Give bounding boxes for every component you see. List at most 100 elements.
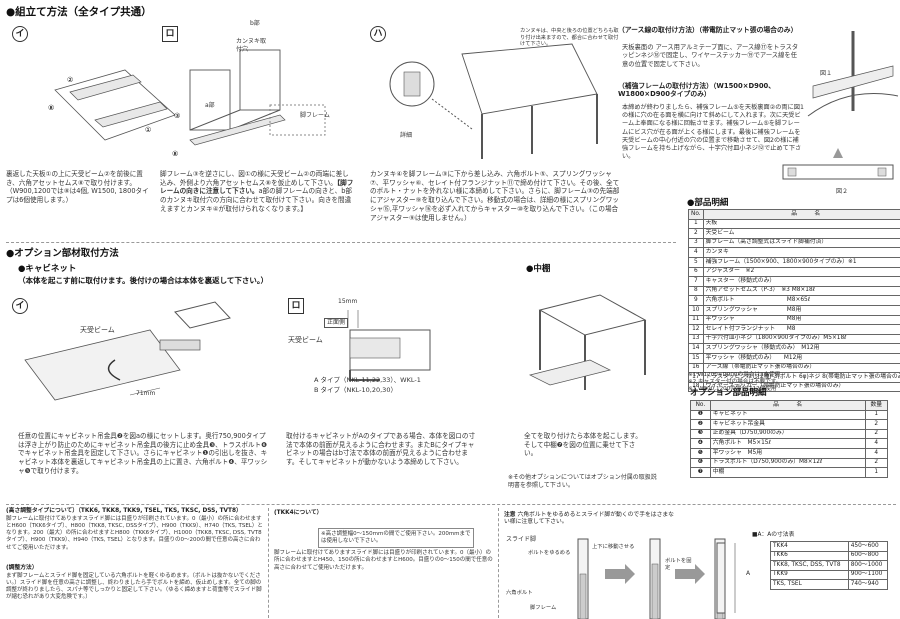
table-header: No. <box>690 400 711 411</box>
bottom-v-divider-1 <box>268 508 269 618</box>
table-cell: 3 <box>688 237 704 249</box>
table-cell: 4 <box>688 247 704 258</box>
height-title: (高さ調整タイプについて）（TKK6, TKK8, TKK9, TSEL, TK… <box>6 508 242 514</box>
table-cell: 11 <box>688 314 704 326</box>
bottom-divider <box>6 504 896 505</box>
cabinet-ro-text: 取付けるキャビネットがAのタイプである場合、本体を図ロの寸法で本体の前面が見える… <box>286 432 476 467</box>
table-cell: ❻ <box>690 457 711 469</box>
up-down-label: 上下に移動させる <box>592 544 635 550</box>
dim-15: 15mm <box>338 298 358 305</box>
table-cell: スプリングワッシャ（移動式のみ） M12用 <box>702 343 900 354</box>
table-cell: ❺ <box>690 447 711 459</box>
svg-text:⑧: ⑧ <box>48 104 54 112</box>
table-cell: TKK8, TKSC, DSS, TVT8 <box>770 560 849 571</box>
svg-text:⑧: ⑧ <box>172 150 178 158</box>
tkk4-title: (TKK4について） <box>274 510 323 516</box>
table-row: 2天受ビーム2 <box>688 228 900 239</box>
table-cell: ❶ <box>690 409 711 421</box>
bottom-v-divider-2 <box>498 508 499 618</box>
method-text: まず脚フレームとスライド脚を固定している六角ボルトを軽くゆるめます。（ボルトは抜… <box>6 573 262 601</box>
reinforce-title: （補強フレームの取付け方法）（W1500×D900、W1800×D900タイプの… <box>618 82 776 99</box>
table-cell: 2 <box>864 457 889 469</box>
table-cell: 1 <box>864 467 889 478</box>
table-header: 数量 <box>864 400 889 411</box>
step-i-diagram: ②①⑧ <box>48 69 176 141</box>
leg-label: 脚フレーム <box>530 605 557 611</box>
cabinet-title: ●キャビネット <box>18 264 77 274</box>
parts-note: ※1 W1200×D900の場合は2本使用 <box>688 372 781 378</box>
shelf-diagram <box>528 294 647 390</box>
table-cell: キャスター（移動式のみ） <box>702 276 900 287</box>
cabinet-note: （本体を起こす前に取付けます。後付けの場合は本体を裏返して下さい。） <box>18 276 269 285</box>
step-ro-marker: ロ <box>162 26 178 42</box>
loosen-label: ボルトをゆるめる <box>528 550 571 556</box>
table-cell: スプリングワッシャ M8用 <box>702 304 900 316</box>
dim-71: 71mm <box>136 390 156 397</box>
fix-label: ボルトを固定 <box>665 558 692 571</box>
table-cell: 補強フレーム（1500×900、1800×900タイプのみ）※1 <box>702 256 900 268</box>
step-ro-text: 脚フレーム③を逆さにし、図①の様に天受ビーム②の両端に差し込み、外側より六角アセ… <box>160 170 354 213</box>
table-cell: キャビネット <box>709 409 866 421</box>
table-cell: TKS, TSEL <box>770 579 849 590</box>
table-header: 品 名 <box>702 209 900 220</box>
svg-text:②: ② <box>67 76 73 84</box>
b-type: B タイプ（NKL-10,20,30） <box>314 386 397 394</box>
table-cell: 10 <box>688 304 704 316</box>
table-cell: 六角ボルト M5×15ℓ <box>709 438 866 449</box>
tkk4-box: ※高さ調整幅0〜150mmの間でご使用下さい。200mmまでは使用しないで下さい… <box>318 528 474 548</box>
table-cell: 7 <box>688 276 704 287</box>
cabinet-i-text: 任意の位置にキャビネット吊金具❷を図aの様にセットします。奥行750,900タイ… <box>18 432 268 475</box>
table-cell: 13 <box>688 333 704 345</box>
cabinet-ro-diagram <box>347 310 431 381</box>
table-cell: 6 <box>688 266 704 278</box>
table-cell: 2 <box>864 428 889 440</box>
detail-label: 詳細 <box>400 132 413 139</box>
table-cell: 2 <box>864 419 889 430</box>
cab-step-i-marker: イ <box>12 298 28 314</box>
table-cell: 六角ボルト M8×65ℓ <box>702 295 900 306</box>
option-title: ●オプション部材取付方法 <box>6 248 119 259</box>
caution-box: 注意 六角ボルトをゆるめるとスライド脚が動くので手をはさまない様に注意して下さい… <box>504 512 674 526</box>
size-table-title: ■A：Aの寸法表 <box>752 532 795 538</box>
table-cell: 1 <box>688 218 704 230</box>
front-label: 正面側 <box>324 318 349 328</box>
tkk4-text: 脚フレームに取付けてありますスライド脚には目盛りが印刷されています。0（最小）の… <box>274 550 493 571</box>
fig2-label: 図２ <box>836 188 849 195</box>
parts-title: ●部品明細 <box>687 198 729 208</box>
fig1-diagram <box>807 31 899 117</box>
earth-text: 天板裏面の アース用アルミテープ面に、アース線⑰をトラスタッピンネジ⑱で固定し、… <box>622 44 799 68</box>
beam-label-2: 天受ビーム <box>288 336 323 344</box>
tag-b: b部 <box>250 20 260 27</box>
step-ha-marker: ハ <box>370 26 386 42</box>
step-ro-diagram: ③⑧ <box>172 49 326 158</box>
hex-label: 六角ボルト <box>506 590 533 596</box>
step-i-marker: イ <box>12 26 28 42</box>
ha-note: カンヌキは、中央と後ろの位置どちらも取り付け出来ますので、都合に合わせて取付けて… <box>520 28 619 47</box>
table-cell: トラスボルト（D750,900のみ）M8×12ℓ <box>709 457 866 469</box>
table-cell: TKK4 <box>770 541 849 552</box>
table-cell: 4 <box>864 447 889 459</box>
parts-table: No.品 名数 量 1天板12天受ビーム23脚フレーム（高さ調整式はスライド脚補… <box>688 209 900 393</box>
a-dim-diagram <box>716 542 736 614</box>
shelf-title: ●中棚 <box>526 264 551 274</box>
section-divider <box>6 242 676 243</box>
